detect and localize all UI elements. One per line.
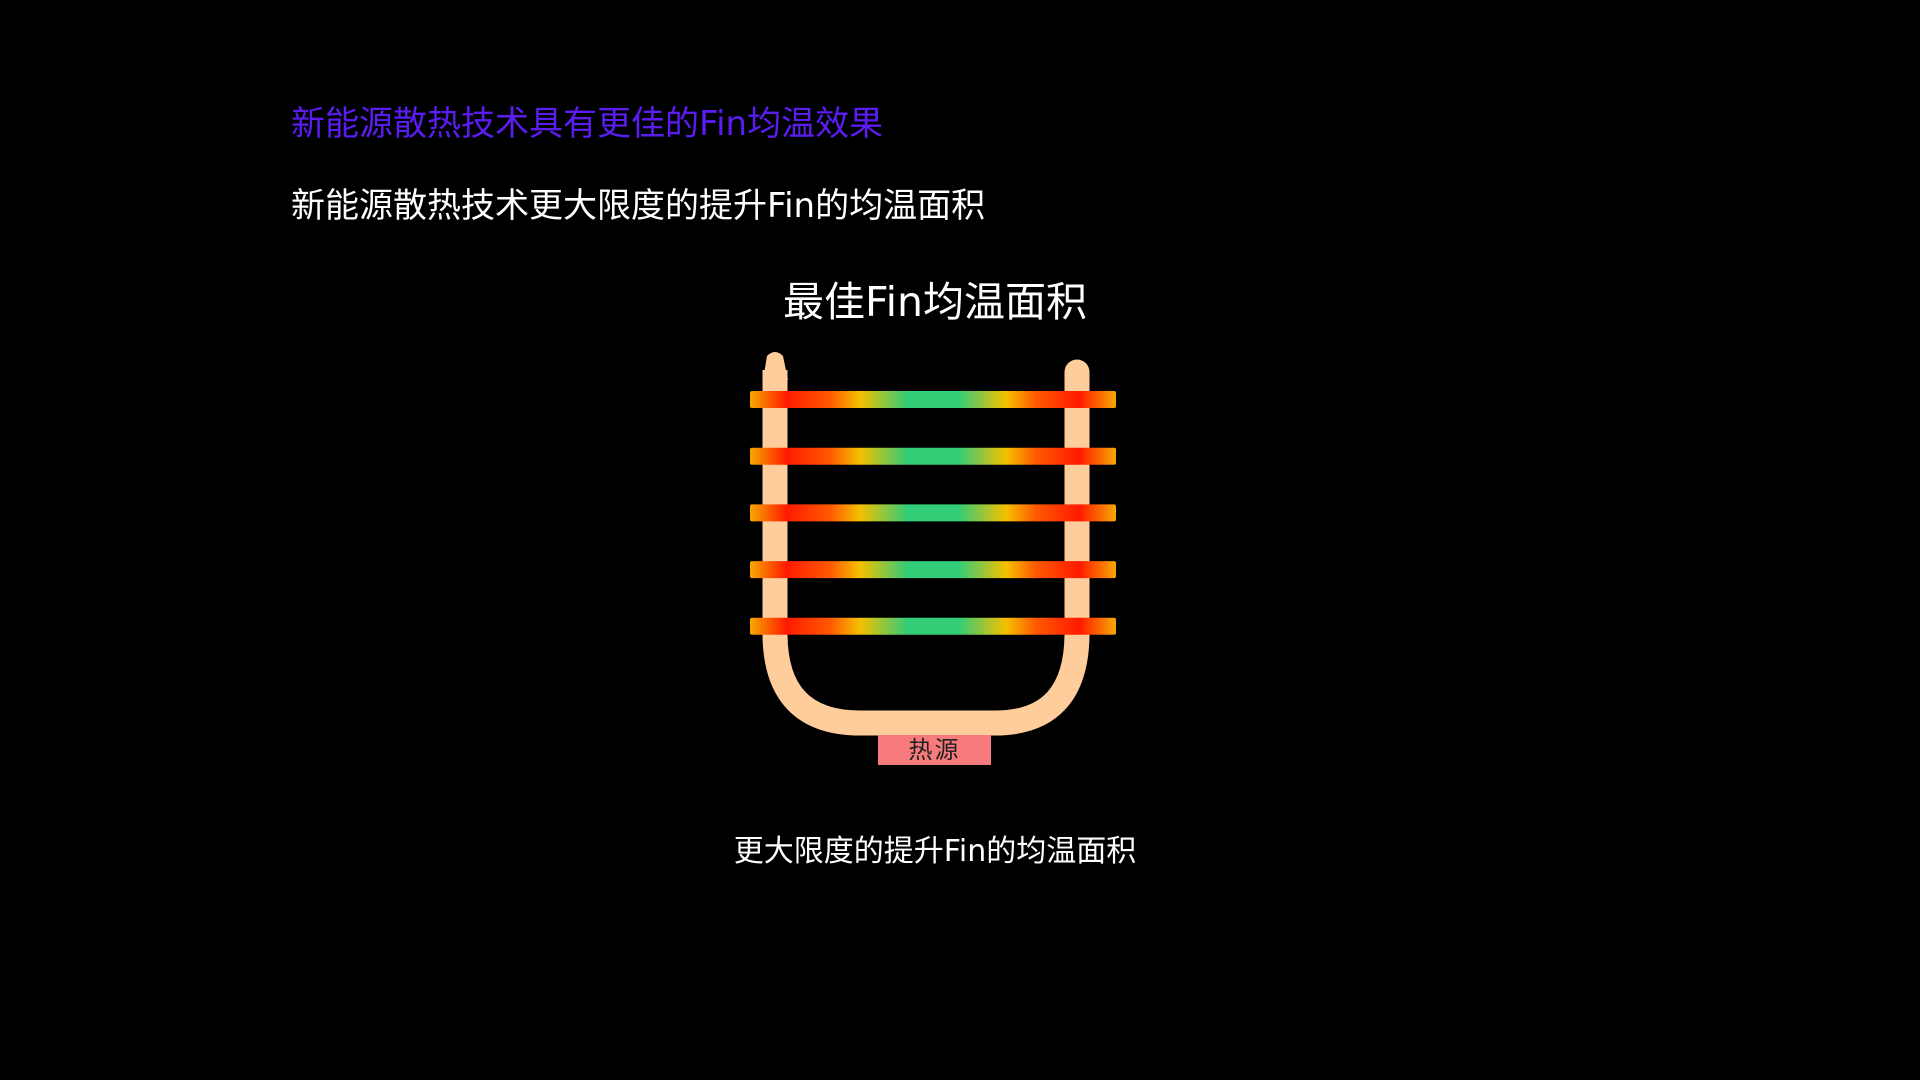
pipe-tip-left xyxy=(763,352,788,380)
slide-heading: 新能源散热技术具有更佳的Fin均温效果 xyxy=(291,104,884,144)
fin xyxy=(750,504,1116,522)
slide-subheading: 新能源散热技术更大限度的提升Fin的均温面积 xyxy=(291,186,986,226)
diagram-caption: 更大限度的提升Fin的均温面积 xyxy=(733,834,1137,869)
fin xyxy=(750,617,1116,635)
pipe-tip-right xyxy=(1064,359,1090,385)
heat-pipe xyxy=(762,370,1090,736)
diagram-title: 最佳Fin均温面积 xyxy=(783,278,1087,326)
heat-source: 热源 xyxy=(878,735,991,765)
fin xyxy=(750,447,1116,465)
fin xyxy=(750,561,1116,579)
fin xyxy=(750,391,1116,408)
